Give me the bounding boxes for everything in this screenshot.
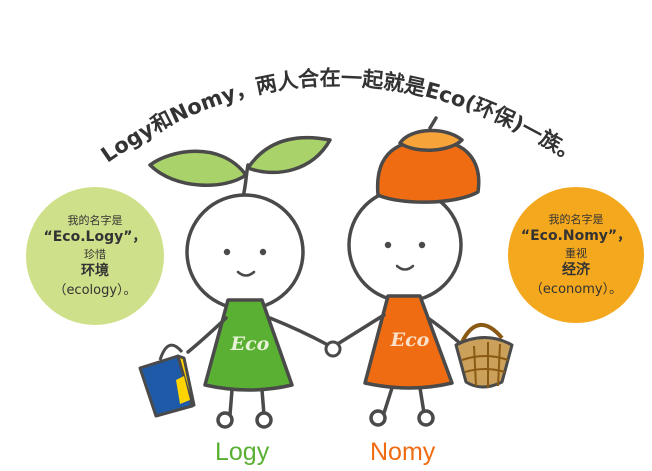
headline-arc-text: Logy和Nomy，两人合在一起就是Eco(环保)一族。 [97,66,584,168]
logy-bubble-line5: （ecology）。 [53,282,137,298]
nomy-bubble-line3: 重视 [565,246,587,260]
logy-bubble-line2: “Eco.Logy”， [43,228,147,245]
basket-icon [454,323,514,389]
logy-bubble-line4: 环境 [81,262,109,279]
acorn-cap-icon [375,116,481,204]
sprout-leaves-icon [148,135,332,187]
nomy-name-label: Nomy [370,438,436,466]
nomy-bubble-line5: （economy）。 [529,281,623,297]
logy-character [148,135,332,429]
nomy-character [334,116,481,427]
nomy-bubble-line4: 经济 [562,261,590,278]
logy-shirt-text: Eco [230,333,270,355]
logy-bubble-line1: 我的名字是 [67,213,123,227]
logy-name-label: Logy [215,438,270,466]
held-hands [324,340,342,358]
logy-bubble-line3: 珍惜 [84,247,106,261]
nomy-bubble-line1: 我的名字是 [548,212,604,226]
nomy-speech-bubble: 我的名字是 “Eco.Nomy”， 重视 经济 （economy）。 [508,187,644,323]
shopping-bag-icon [138,343,196,418]
nomy-bubble-line2: “Eco.Nomy”， [520,227,632,244]
nomy-shirt-text: Eco [390,329,430,351]
logy-speech-bubble: 我的名字是 “Eco.Logy”， 珍惜 环境 （ecology）。 [26,187,164,325]
